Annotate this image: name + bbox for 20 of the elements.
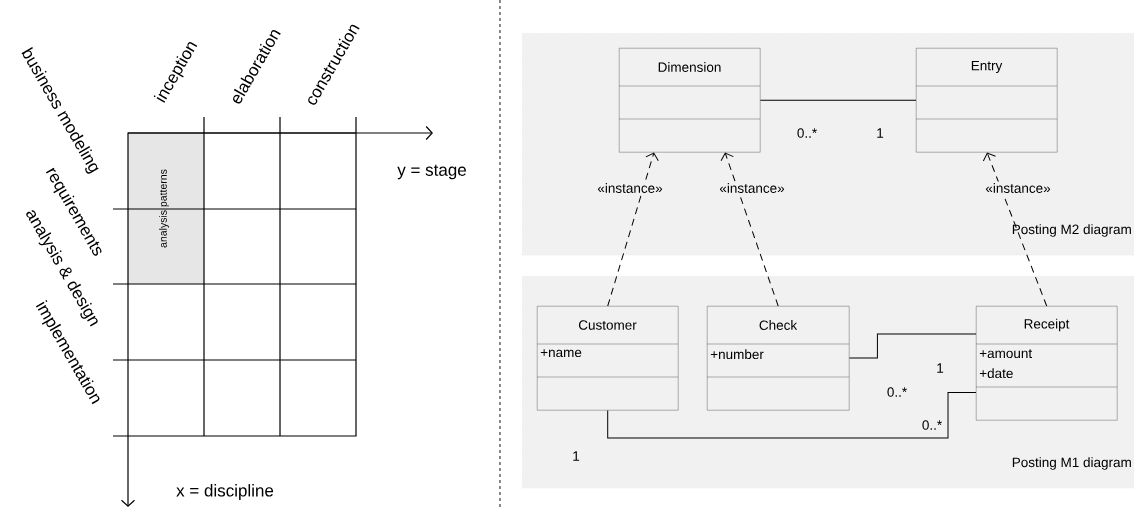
class-box: Receipt +amount +date bbox=[975, 306, 1118, 421]
connector-line bbox=[759, 99, 917, 101]
multiplicity-label: 1 bbox=[877, 128, 884, 138]
class-box: Entry bbox=[915, 48, 1058, 153]
axis-label: y = stage bbox=[397, 164, 466, 180]
connector-line bbox=[607, 391, 977, 439]
class-box: Customer +name bbox=[536, 306, 679, 411]
multiplicity-label: 0..* bbox=[887, 387, 907, 397]
class-box: Dimension bbox=[618, 48, 761, 153]
connector-line bbox=[848, 333, 977, 359]
multiplicity-label: 1 bbox=[573, 451, 580, 461]
class-box: Check +number bbox=[706, 306, 850, 411]
multiplicity-label: 0..* bbox=[797, 128, 817, 138]
table-cell: analysis patterns bbox=[128, 133, 205, 285]
connector-line bbox=[982, 152, 1048, 307]
multiplicity-label: 0..* bbox=[922, 420, 942, 430]
multiplicity-label: 1 bbox=[937, 363, 944, 373]
connector-line bbox=[607, 152, 659, 307]
connector-line bbox=[720, 152, 779, 307]
axis-label: x = discipline bbox=[176, 484, 274, 500]
